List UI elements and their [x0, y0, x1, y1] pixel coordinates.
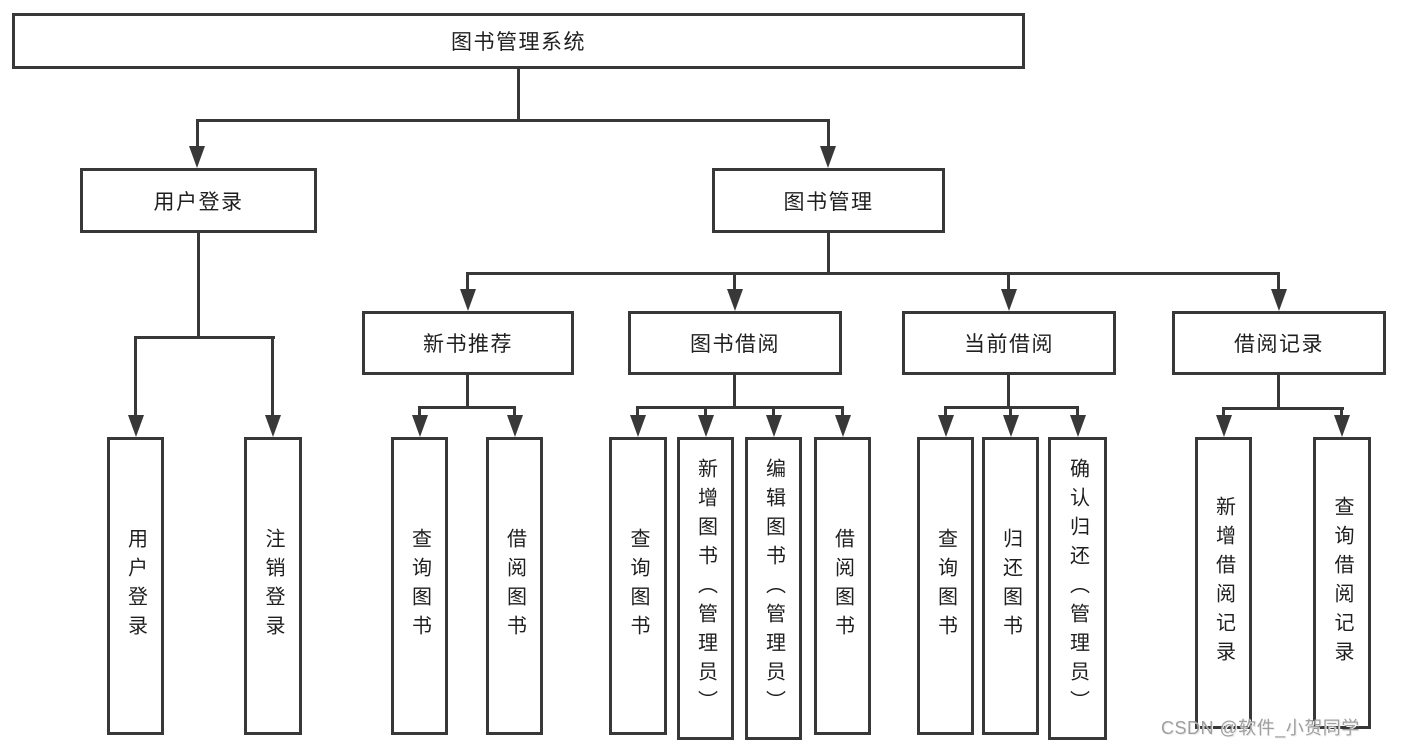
node-label: 新增借阅记录: [1212, 496, 1235, 670]
arrow-down-icon: [820, 146, 836, 168]
leaf-edit-book-admin: 编辑图书（管理员）: [745, 437, 802, 740]
connector-line: [418, 406, 516, 409]
node-label: 图书借阅: [690, 333, 780, 356]
arrow-down-icon: [766, 415, 782, 437]
node-new-book-recommendation: 新书推荐: [362, 311, 574, 375]
leaf-return-book: 归还图书: [982, 437, 1039, 735]
leaf-confirm-return-admin: 确认归还（管理员）: [1048, 437, 1107, 740]
connector-line: [1076, 406, 1079, 420]
connector-line: [636, 406, 844, 409]
node-label: 用户登录: [124, 528, 147, 644]
leaf-add-borrow-record: 新增借阅记录: [1195, 437, 1252, 729]
node-label: 借阅记录: [1234, 333, 1324, 356]
arrow-down-icon: [1001, 289, 1017, 311]
connector-line: [704, 406, 707, 420]
connector-line: [466, 272, 1280, 275]
connector-line: [197, 233, 200, 336]
connector-line: [271, 336, 274, 418]
arrow-down-icon: [1003, 415, 1019, 437]
connector-line: [1340, 407, 1343, 420]
node-book-borrowing: 图书借阅: [628, 311, 842, 375]
connector-line: [772, 406, 775, 420]
connector-line: [827, 119, 830, 147]
node-borrowing-records: 借阅记录: [1172, 311, 1386, 375]
arrow-down-icon: [630, 415, 646, 437]
leaf-logout: 注销登录: [244, 437, 302, 735]
connector-line: [1007, 272, 1010, 292]
connector-line: [466, 272, 469, 292]
connector-line: [134, 336, 137, 418]
connector-line: [1009, 406, 1012, 420]
arrow-down-icon: [128, 415, 144, 437]
connector-line: [733, 272, 736, 292]
arrow-down-icon: [1334, 415, 1350, 437]
node-label: 新增图书（管理员）: [694, 458, 717, 719]
node-label: 当前借阅: [964, 333, 1054, 356]
connector-line: [1222, 407, 1344, 410]
node-label: 借阅图书: [503, 528, 526, 644]
node-current-borrowing: 当前借阅: [902, 311, 1116, 375]
node-label: 确认归还（管理员）: [1066, 458, 1089, 719]
connector-line: [636, 406, 639, 420]
leaf-borrow-books-borrowing: 借阅图书: [814, 437, 871, 735]
connector-line: [196, 119, 830, 122]
arrow-down-icon: [1070, 415, 1086, 437]
node-label: 图书管理: [783, 190, 874, 214]
node-label: 新书推荐: [423, 333, 513, 356]
connector-line: [517, 69, 520, 119]
arrow-down-icon: [938, 415, 954, 437]
arrow-down-icon: [1271, 289, 1287, 311]
arrow-down-icon: [835, 415, 851, 437]
connector-line: [513, 406, 516, 420]
leaf-user-login: 用户登录: [107, 437, 164, 735]
connector-line: [1277, 272, 1280, 292]
connector-line: [733, 375, 736, 406]
connector-line: [134, 336, 275, 339]
connector-line: [196, 119, 199, 147]
arrow-down-icon: [727, 289, 743, 311]
node-label: 编辑图书（管理员）: [762, 458, 785, 719]
arrow-down-icon: [507, 415, 523, 437]
arrow-down-icon: [265, 415, 281, 437]
node-label: 查询图书: [627, 528, 649, 644]
arrow-down-icon: [1216, 415, 1232, 437]
connector-line: [1222, 407, 1225, 420]
arrow-down-icon: [189, 146, 205, 168]
arrow-down-icon: [698, 415, 714, 437]
node-library-management-system: 图书管理系统: [12, 13, 1025, 69]
arrow-down-icon: [412, 415, 428, 437]
leaf-query-books-borrowing: 查询图书: [609, 437, 667, 735]
node-label: 查询借阅记录: [1331, 496, 1353, 670]
leaf-add-book-admin: 新增图书（管理员）: [677, 437, 734, 740]
node-label: 查询图书: [934, 528, 957, 644]
leaf-borrow-books-recommend: 借阅图书: [486, 437, 543, 735]
connector-line: [466, 375, 469, 406]
node-label: 注销登录: [262, 528, 284, 644]
connector-line: [1277, 375, 1280, 408]
connector-line: [1007, 375, 1010, 406]
node-label: 借阅图书: [831, 528, 854, 644]
connector-line: [944, 406, 947, 420]
leaf-query-borrow-record: 查询借阅记录: [1313, 437, 1371, 729]
node-user-login: 用户登录: [80, 168, 317, 233]
arrow-down-icon: [460, 289, 476, 311]
node-label: 归还图书: [999, 528, 1022, 644]
node-label: 用户登录: [153, 190, 244, 214]
node-label: 图书管理系统: [451, 31, 586, 54]
leaf-query-books-recommend: 查询图书: [391, 437, 448, 735]
leaf-query-books-current: 查询图书: [917, 437, 974, 735]
connector-line: [841, 406, 844, 420]
node-label: 查询图书: [408, 528, 431, 644]
connector-line: [827, 233, 830, 272]
watermark-text: CSDN @软件_小贺同学: [1161, 718, 1360, 738]
connector-line: [418, 406, 421, 420]
node-book-management: 图书管理: [712, 168, 945, 233]
